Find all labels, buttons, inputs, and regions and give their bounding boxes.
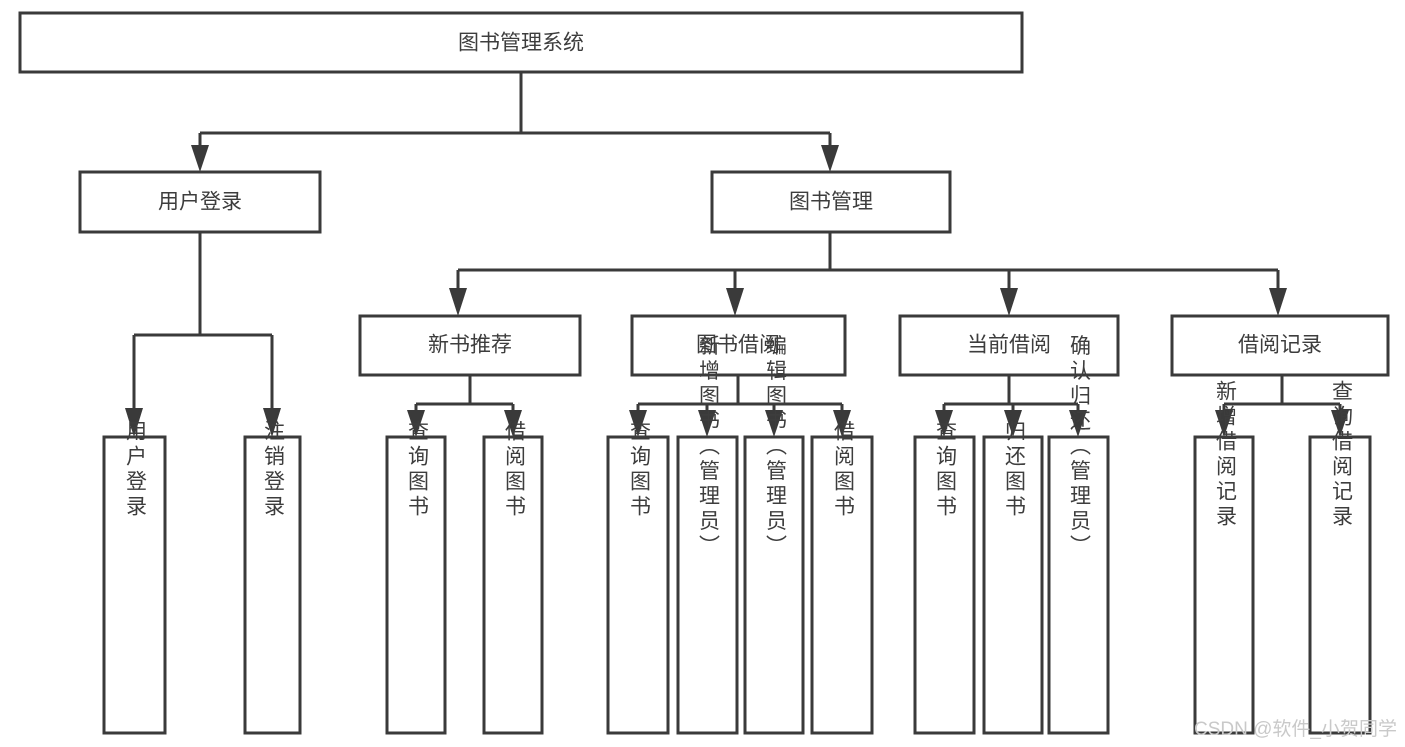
arrow-to-leaf-borrow-book-1 xyxy=(504,410,522,437)
node-book-borrow[interactable]: 图书借阅 xyxy=(630,314,847,377)
node-leaf-query-book-3-box[interactable] xyxy=(913,435,976,735)
node-leaf-borrow-book-1[interactable]: 借阅图书 xyxy=(482,420,544,735)
node-leaf-query-book-2-label: 查询图书 xyxy=(628,420,652,520)
node-leaf-return-book-box[interactable] xyxy=(982,435,1044,735)
node-leaf-user-login-box[interactable] xyxy=(102,435,167,735)
node-leaf-add-book[interactable]: 新增图书（管理员） xyxy=(676,335,739,735)
node-leaf-borrow-book-2-label: 借阅图书 xyxy=(832,420,856,520)
node-leaf-query-book-1-box[interactable] xyxy=(385,435,447,735)
arrow-to-leaf-user-login xyxy=(125,408,143,437)
node-leaf-borrow-book-1-box[interactable] xyxy=(482,435,544,735)
node-book-borrow-label: 图书借阅 xyxy=(696,334,780,357)
node-leaf-confirm-return-box[interactable] xyxy=(1047,435,1110,735)
arrow-to-leaf-query-book-1 xyxy=(407,410,425,437)
arrow-to-leaf-logout xyxy=(263,408,281,437)
node-leaf-add-record-box[interactable] xyxy=(1193,435,1255,735)
node-leaf-borrow-book-2-box[interactable] xyxy=(810,435,874,735)
node-leaf-edit-book-box[interactable] xyxy=(743,435,805,735)
node-leaf-query-book-3[interactable]: 查询图书 xyxy=(913,420,976,735)
node-book-manage[interactable]: 图书管理 xyxy=(710,170,952,234)
node-borrow-record-label: 借阅记录 xyxy=(1238,334,1322,357)
node-leaf-edit-book[interactable]: 编辑图书（管理员） xyxy=(743,335,805,735)
node-current-borrow-box[interactable] xyxy=(898,314,1120,377)
node-leaf-logout-label: 注销登录 xyxy=(262,420,286,520)
node-leaf-confirm-return[interactable]: 确认归还（管理员） xyxy=(1047,335,1110,735)
arrow-to-leaf-query-book-3 xyxy=(935,410,953,437)
node-root-label: 图书管理系统 xyxy=(458,32,584,55)
node-new-book-recommend[interactable]: 新书推荐 xyxy=(358,314,582,377)
arrow-to-new-book-recommend xyxy=(449,288,467,316)
node-book-manage-box[interactable] xyxy=(710,170,952,234)
node-leaf-add-book-box[interactable] xyxy=(676,435,739,735)
arrow-to-leaf-return-book xyxy=(1004,410,1022,437)
node-leaf-return-book-label: 归还图书 xyxy=(1003,420,1027,520)
arrow-to-book-manage xyxy=(821,145,839,172)
node-leaf-borrow-book-1-label: 借阅图书 xyxy=(503,420,527,520)
node-leaf-edit-book-label: 编辑图书（管理员） xyxy=(764,335,788,560)
node-leaf-query-book-1-label: 查询图书 xyxy=(406,420,430,520)
node-new-book-recommend-box[interactable] xyxy=(358,314,582,377)
node-root[interactable]: 图书管理系统 xyxy=(18,11,1024,74)
arrow-to-leaf-borrow-book-2 xyxy=(833,410,851,437)
node-borrow-record[interactable]: 借阅记录 xyxy=(1170,314,1390,377)
node-leaf-add-record-label: 新增借阅记录 xyxy=(1214,380,1238,530)
node-leaf-borrow-book-2[interactable]: 借阅图书 xyxy=(810,420,874,735)
node-new-book-recommend-label: 新书推荐 xyxy=(428,334,512,357)
node-leaf-add-book-label: 新增图书（管理员） xyxy=(697,335,721,560)
node-leaf-query-book-2[interactable]: 查询图书 xyxy=(606,420,670,735)
node-leaf-user-login[interactable]: 用户登录 xyxy=(102,420,167,735)
arrow-to-leaf-query-book-2 xyxy=(629,410,647,437)
node-leaf-user-login-label: 用户登录 xyxy=(124,420,148,520)
arrow-to-leaf-confirm-return xyxy=(1069,410,1087,437)
arrow-to-current-borrow xyxy=(1000,288,1018,316)
node-leaf-logout[interactable]: 注销登录 xyxy=(243,420,302,735)
node-user-login[interactable]: 用户登录 xyxy=(78,170,322,234)
connector-layer xyxy=(125,72,1349,437)
node-leaf-query-record[interactable]: 查询借阅记录 xyxy=(1308,380,1372,735)
arrow-to-leaf-query-record xyxy=(1331,410,1349,437)
node-user-login-label: 用户登录 xyxy=(158,191,242,214)
node-current-borrow-label: 当前借阅 xyxy=(967,334,1051,357)
node-user-login-box[interactable] xyxy=(78,170,322,234)
node-root-box[interactable] xyxy=(18,11,1024,74)
node-leaf-add-record[interactable]: 新增借阅记录 xyxy=(1193,380,1255,735)
node-current-borrow[interactable]: 当前借阅 xyxy=(898,314,1120,377)
node-leaf-query-book-3-label: 查询图书 xyxy=(934,420,958,520)
node-leaf-return-book[interactable]: 归还图书 xyxy=(982,420,1044,735)
arrow-to-borrow-record xyxy=(1269,288,1287,316)
node-leaf-query-book-2-box[interactable] xyxy=(606,435,670,735)
node-book-manage-label: 图书管理 xyxy=(789,191,873,214)
node-borrow-record-box[interactable] xyxy=(1170,314,1390,377)
arrow-to-book-borrow xyxy=(726,288,744,316)
arrow-to-leaf-add-book xyxy=(698,410,716,437)
node-leaf-confirm-return-label: 确认归还（管理员） xyxy=(1068,335,1092,560)
arrow-to-user-login xyxy=(191,145,209,172)
node-leaf-logout-box[interactable] xyxy=(243,435,302,735)
arrow-to-leaf-add-record xyxy=(1215,410,1233,437)
node-book-borrow-box[interactable] xyxy=(630,314,847,377)
csdn-watermark: CSDN @软件_小贺同学 xyxy=(1194,719,1397,740)
node-leaf-query-record-box[interactable] xyxy=(1308,435,1372,735)
node-leaf-query-record-label: 查询借阅记录 xyxy=(1330,380,1354,530)
node-leaf-query-book-1[interactable]: 查询图书 xyxy=(385,420,447,735)
arrow-to-leaf-edit-book xyxy=(765,410,783,437)
